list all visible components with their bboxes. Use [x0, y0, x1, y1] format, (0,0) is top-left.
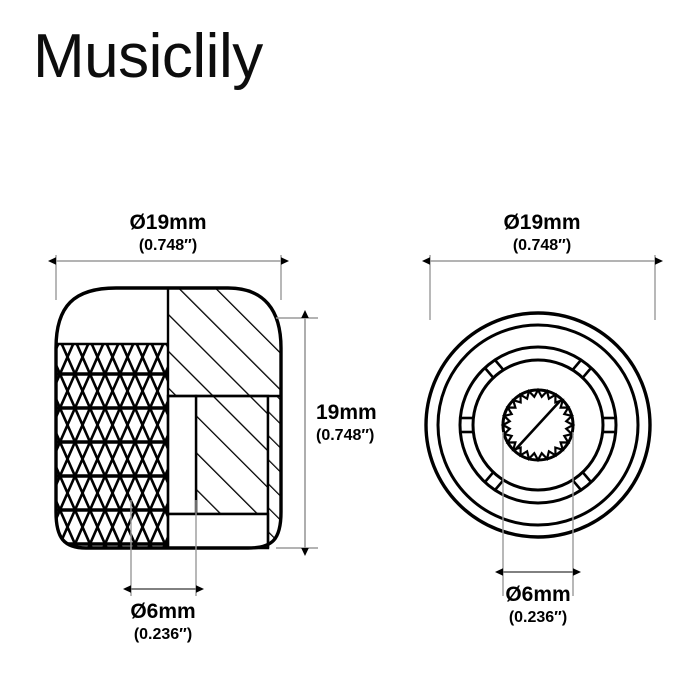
top-outer-label: Ø19mm: [503, 211, 580, 234]
top-view: [422, 255, 663, 596]
side-height-extension-lines: [276, 317, 318, 549]
top-outer-sublabel: (0.748″): [513, 237, 571, 254]
top-bore-label: Ø6mm: [505, 583, 570, 606]
top-outer-extension-lines: [429, 255, 656, 320]
top-outer-inner-circle: [436, 323, 640, 527]
section-hatch-outer-wall: [268, 396, 281, 548]
side-width-label: Ø19mm: [129, 211, 206, 234]
knurl-texture: [56, 344, 168, 548]
knob-top-band: [56, 288, 168, 348]
side-bore-sublabel: (0.236″): [134, 626, 192, 643]
top-mid-outer-circle: [458, 345, 618, 505]
side-height-label: 19mm: [316, 401, 377, 424]
top-mid-inner-circle: [471, 358, 605, 492]
side-bore-label: Ø6mm: [130, 600, 195, 623]
brand-title: Musiclily: [33, 22, 263, 91]
bottom-void-band: [166, 512, 270, 550]
dimension-labels: Ø19mm (0.748″) 19mm (0.748″) Ø6mm (0.236…: [129, 211, 580, 643]
knob-side-outline: [54, 286, 283, 550]
spline-indicator-line: [514, 400, 561, 451]
top-radial-ribs: [460, 359, 616, 491]
side-width-sublabel: (0.748″): [139, 237, 197, 254]
section-hatch-upper: [168, 288, 281, 396]
side-section-view: [48, 255, 318, 596]
bore-cavity: [166, 394, 198, 516]
spline-teeth: [500, 387, 576, 463]
side-height-sublabel: (0.748″): [316, 427, 374, 444]
top-bore-sublabel: (0.236″): [509, 609, 567, 626]
section-internal-lines: [56, 288, 281, 548]
section-hatch-inner-column: [194, 394, 270, 516]
side-bore-extension-lines: [130, 500, 197, 596]
